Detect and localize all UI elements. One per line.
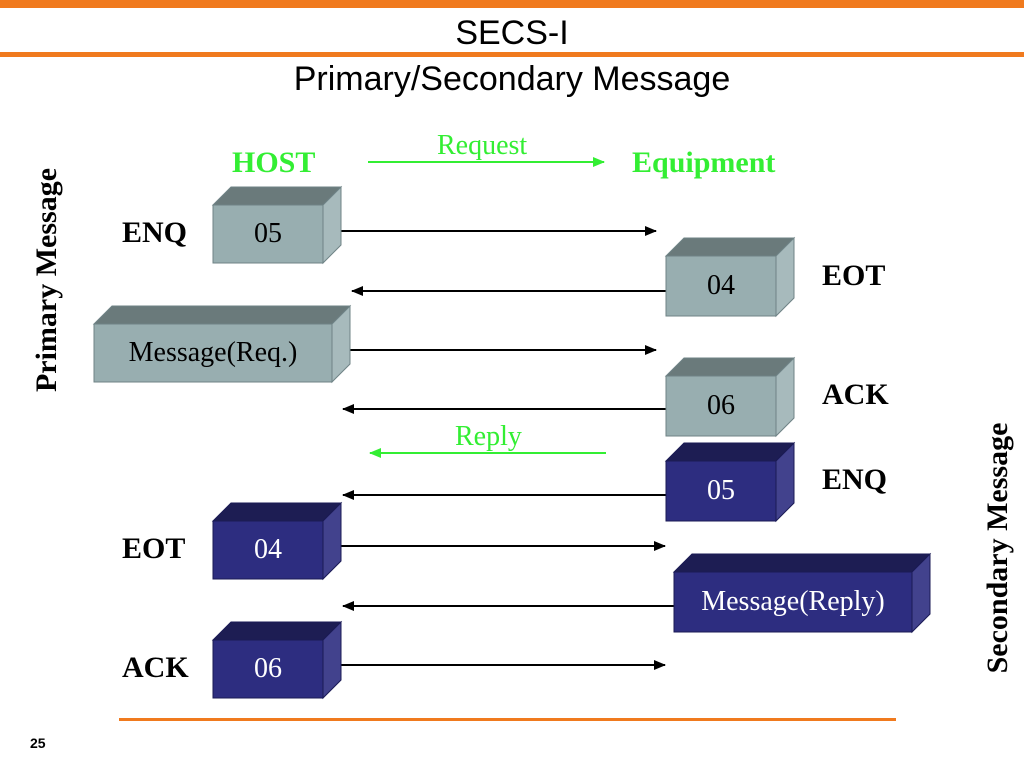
block-shape	[211, 185, 343, 265]
block-top-face	[211, 502, 343, 522]
block-top-face	[664, 442, 796, 462]
message-req-block: Message(Req.)	[92, 304, 352, 384]
equipment-ack-code: 06	[707, 390, 735, 421]
secondary-message-label: Secondary Message	[981, 422, 1014, 674]
primary-message-label: Primary Message	[30, 167, 63, 393]
block-front-face	[212, 639, 324, 699]
equipment-enq-block: 05	[664, 441, 796, 523]
top-orange-bar	[0, 0, 1024, 8]
equipment-enq-code: 05	[707, 475, 735, 506]
block-shape	[672, 552, 932, 634]
block-top-face	[664, 357, 796, 377]
slide-title-line2: Primary/Secondary Message	[293, 60, 731, 98]
slide-title-line1: SECS-I	[455, 14, 569, 52]
title-orange-bar	[0, 52, 1024, 57]
host-eot-code: 04	[254, 534, 282, 565]
equipment-label: Equipment	[632, 146, 776, 179]
reply-label: Reply	[455, 421, 522, 452]
block-top-face	[211, 621, 343, 641]
page-number: 25	[30, 735, 46, 751]
equipment-ack-block: 06	[664, 356, 796, 438]
block-front-face	[212, 520, 324, 580]
block-top-face	[672, 553, 932, 573]
block-front-face	[673, 571, 913, 633]
block-shape	[211, 620, 343, 700]
equipment-eot-code: 04	[707, 270, 735, 301]
block-top-face	[664, 237, 796, 257]
host-ack-block: 06	[211, 620, 343, 700]
request-label: Request	[437, 130, 528, 161]
bottom-orange-line	[119, 718, 896, 721]
host-enq-code: 05	[254, 218, 282, 249]
block-shape	[664, 441, 796, 523]
message-req-text: Message(Req.)	[128, 337, 298, 368]
host-label: HOST	[232, 146, 316, 179]
host-enq-label: ENQ	[122, 216, 188, 249]
block-front-face	[93, 323, 333, 383]
equipment-eot-block: 04	[664, 236, 796, 318]
host-eot-block: 04	[211, 501, 343, 581]
host-eot-label: EOT	[122, 532, 186, 565]
block-front-face	[665, 460, 777, 522]
equipment-enq-label: ENQ	[822, 463, 888, 496]
block-top-face	[92, 305, 352, 325]
equipment-ack-label: ACK	[822, 378, 889, 411]
block-shape	[92, 304, 352, 384]
equipment-eot-label: EOT	[822, 259, 886, 292]
host-enq-block: 05	[211, 185, 343, 265]
block-shape	[664, 356, 796, 438]
host-ack-code: 06	[254, 653, 282, 684]
block-front-face	[665, 255, 777, 317]
block-top-face	[211, 186, 343, 206]
block-shape	[664, 236, 796, 318]
host-ack-label: ACK	[122, 651, 189, 684]
block-front-face	[665, 375, 777, 437]
message-reply-block: Message(Reply)	[672, 552, 932, 634]
block-shape	[211, 501, 343, 581]
message-reply-text: Message(Reply)	[701, 586, 885, 617]
block-front-face	[212, 204, 324, 264]
